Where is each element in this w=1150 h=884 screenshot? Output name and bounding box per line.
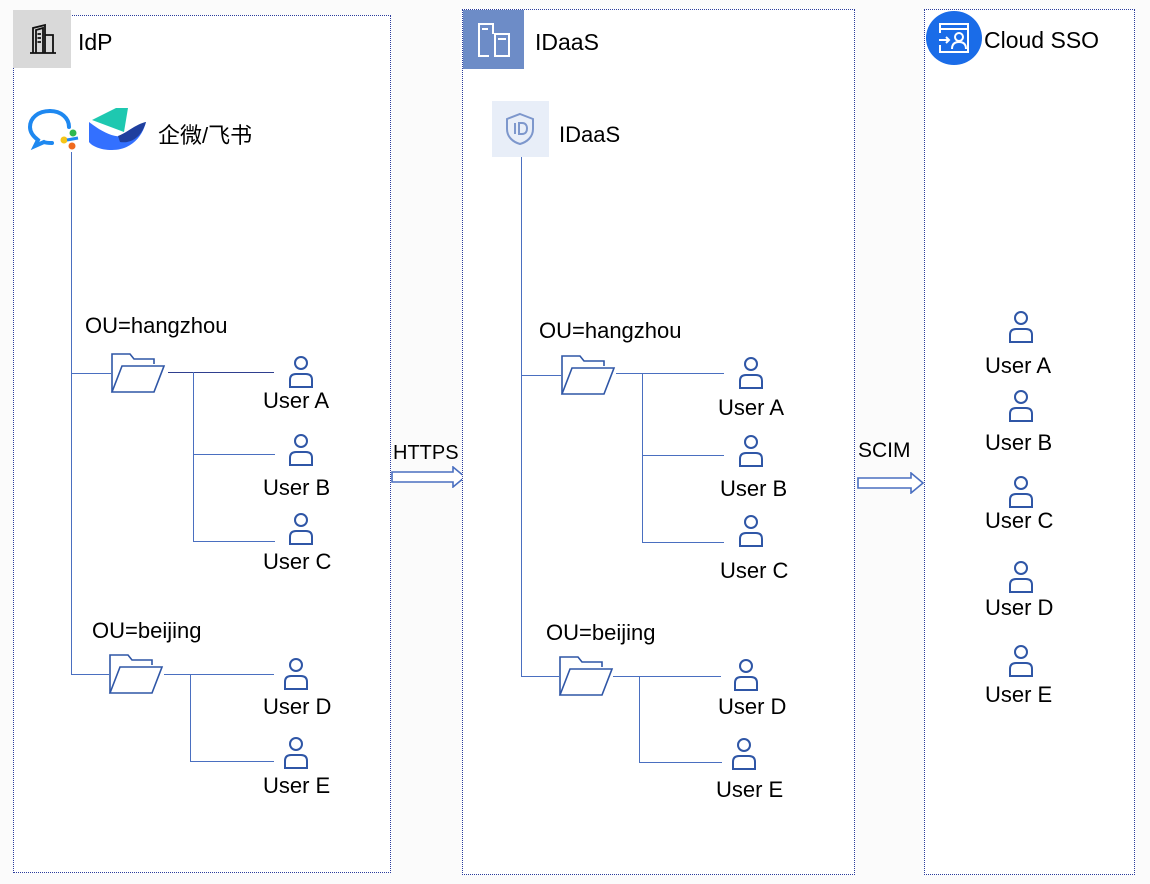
- user-icon: [730, 737, 758, 771]
- idp-user-d[interactable]: User D: [263, 694, 332, 719]
- cloudsso-user-e[interactable]: User E: [985, 682, 1053, 707]
- idp-title: IdP: [78, 29, 113, 55]
- cloudsso-user-c[interactable]: User C: [985, 508, 1054, 533]
- user-icon: [287, 512, 315, 546]
- scim-label: SCIM: [858, 439, 911, 462]
- idaas-hz-userc-link: [642, 542, 724, 543]
- user-icon: [287, 355, 315, 389]
- idaas-hz-link: [616, 373, 724, 374]
- idaas-hz-vert: [642, 373, 643, 543]
- idaas-title: IDaaS: [535, 29, 599, 55]
- user-icon: [282, 736, 310, 770]
- idp-branch-bj: [71, 674, 109, 675]
- https-label: HTTPS: [393, 442, 459, 464]
- arrow-right-icon: [391, 466, 467, 488]
- server-icon: [477, 22, 511, 58]
- sso-login-icon: [937, 21, 971, 55]
- idp-user-c[interactable]: User C: [263, 549, 332, 574]
- idp-hz-userb-link: [193, 454, 275, 455]
- idaas-bj-vert: [639, 676, 640, 763]
- idaas-user-e[interactable]: User E: [716, 777, 784, 802]
- idp-branch-hz: [71, 373, 111, 374]
- cloudsso-user-b[interactable]: User B: [985, 430, 1053, 455]
- idaas-user-c[interactable]: User C: [720, 558, 789, 583]
- cloudsso-header-icon: [926, 11, 982, 65]
- idaas-branch-bj: [521, 676, 559, 677]
- idp-hz-link: [168, 372, 274, 373]
- user-icon: [1007, 644, 1035, 678]
- folder-icon[interactable]: [108, 653, 166, 695]
- idp-ou-beijing-label: OU=beijing: [92, 618, 202, 643]
- idaas-trunk-line: [521, 157, 522, 677]
- idaas-user-a[interactable]: User A: [718, 395, 785, 420]
- idp-hz-userc-link: [193, 541, 275, 542]
- user-icon: [287, 433, 315, 467]
- folder-icon[interactable]: [110, 352, 168, 394]
- user-icon: [737, 434, 765, 468]
- idp-user-b[interactable]: User B: [263, 475, 331, 500]
- idaas-bj-link: [613, 676, 721, 677]
- cloudsso-title: Cloud SSO: [984, 27, 1100, 53]
- arrow-right-icon: [857, 472, 925, 494]
- idaas-bj-usere-link: [639, 762, 722, 763]
- folder-icon[interactable]: [560, 354, 618, 396]
- idp-bj-usere-link: [190, 761, 274, 762]
- idaas-hz-userb-link: [642, 455, 724, 456]
- user-icon: [737, 514, 765, 548]
- idaas-header-icon-tile: [463, 10, 524, 69]
- wecom-icon: [26, 106, 82, 156]
- idaas-source-icon-tile: [492, 101, 549, 157]
- idaas-ou-hangzhou-label: OU=hangzhou: [539, 318, 682, 343]
- idp-header-icon-tile: [13, 10, 71, 68]
- idp-source-label: 企微/飞书: [158, 123, 253, 148]
- idaas-branch-hz: [521, 375, 561, 376]
- folder-icon[interactable]: [558, 655, 616, 697]
- cloudsso-panel: [924, 9, 1135, 875]
- user-icon: [1007, 560, 1035, 594]
- cloudsso-user-a[interactable]: User A: [985, 353, 1052, 378]
- idp-panel: [13, 15, 391, 873]
- user-icon: [1007, 310, 1035, 344]
- user-icon: [1007, 389, 1035, 423]
- idp-ou-hangzhou-label: OU=hangzhou: [85, 313, 228, 338]
- idaas-user-b[interactable]: User B: [720, 476, 788, 501]
- idaas-ou-beijing-label: OU=beijing: [546, 620, 656, 645]
- idp-bj-vert: [190, 674, 191, 762]
- idp-bj-link: [164, 674, 274, 675]
- idp-hz-vert: [193, 372, 194, 542]
- building-icon: [26, 23, 58, 55]
- idaas-source-label: IDaaS: [559, 122, 621, 147]
- user-icon: [737, 356, 765, 390]
- idp-user-e[interactable]: User E: [263, 773, 331, 798]
- idp-trunk-line: [71, 152, 72, 675]
- feishu-icon: [88, 102, 150, 154]
- idaas-user-d[interactable]: User D: [718, 694, 787, 719]
- user-icon: [1007, 475, 1035, 509]
- user-icon: [732, 658, 760, 692]
- user-icon: [282, 657, 310, 691]
- idp-user-a[interactable]: User A: [263, 388, 330, 413]
- id-shield-icon: [505, 112, 535, 146]
- cloudsso-user-d[interactable]: User D: [985, 595, 1054, 620]
